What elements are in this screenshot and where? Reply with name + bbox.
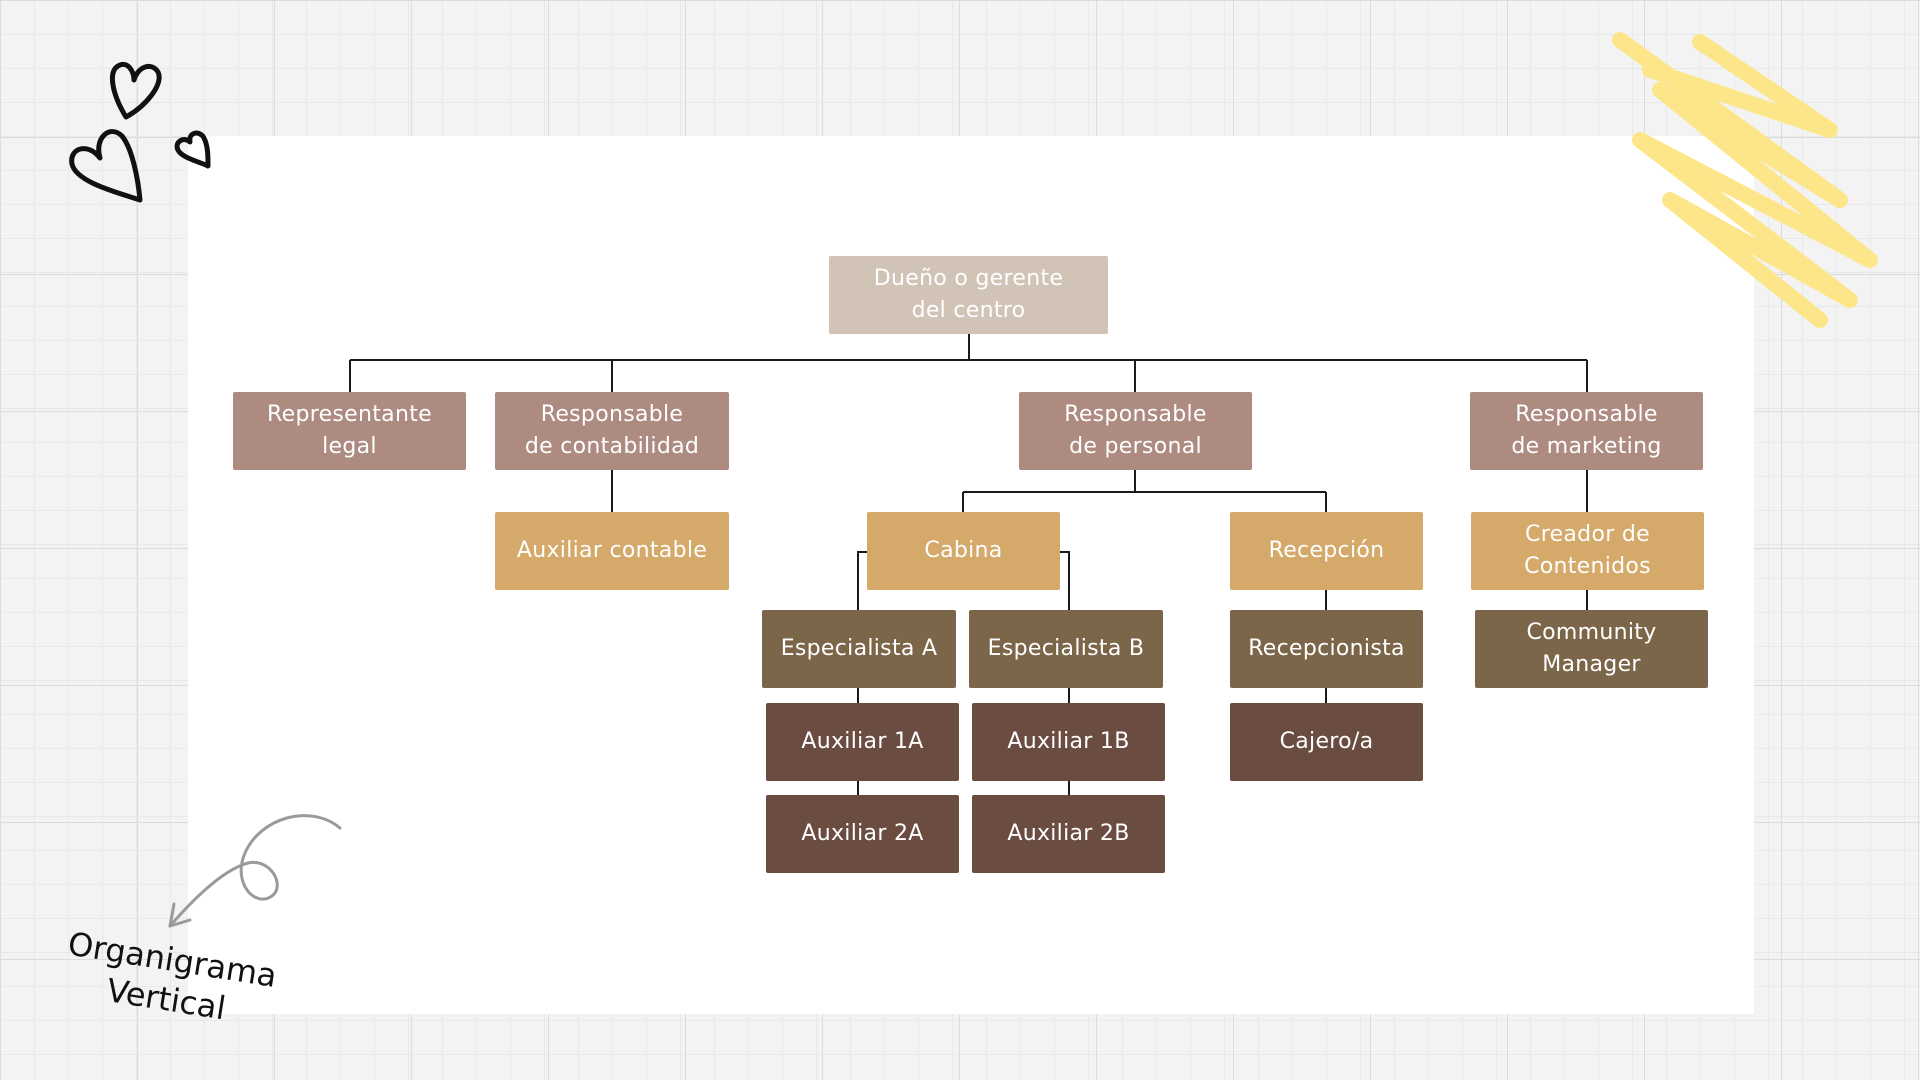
node-assistant-2a: Auxiliar 2A	[766, 795, 959, 873]
node-receptionist: Recepcionista	[1230, 610, 1423, 688]
connector-cabin-to-specialists	[857, 551, 1070, 610]
node-assistant-1a: Auxiliar 1A	[766, 703, 959, 781]
node-specialist-b: Especialista B	[969, 610, 1163, 688]
node-personnel-manager: Responsable de personal	[1019, 392, 1252, 470]
node-assistant-2b: Auxiliar 2B	[972, 795, 1165, 873]
node-legal-representative: Representante legal	[233, 392, 466, 470]
yellow-scribble-icon	[1612, 32, 1878, 328]
connector-personnel-bus	[962, 470, 1327, 512]
curly-arrow-icon	[168, 814, 342, 928]
node-assistant-1b: Auxiliar 1B	[972, 703, 1165, 781]
node-cashier: Cajero/a	[1230, 703, 1423, 781]
node-owner: Dueño o gerente del centro	[829, 256, 1108, 334]
node-reception: Recepción	[1230, 512, 1423, 590]
hearts-doodle-icon	[69, 62, 211, 203]
connector-owner-bus	[349, 334, 1588, 392]
node-community-manager: Community Manager	[1475, 610, 1708, 688]
node-content-creator: Creador de Contenidos	[1471, 512, 1704, 590]
node-cabin: Cabina	[867, 512, 1060, 590]
node-accounting-assistant: Auxiliar contable	[495, 512, 729, 590]
node-specialist-a: Especialista A	[762, 610, 956, 688]
node-accounting-manager: Responsable de contabilidad	[495, 392, 729, 470]
node-marketing-manager: Responsable de marketing	[1470, 392, 1703, 470]
